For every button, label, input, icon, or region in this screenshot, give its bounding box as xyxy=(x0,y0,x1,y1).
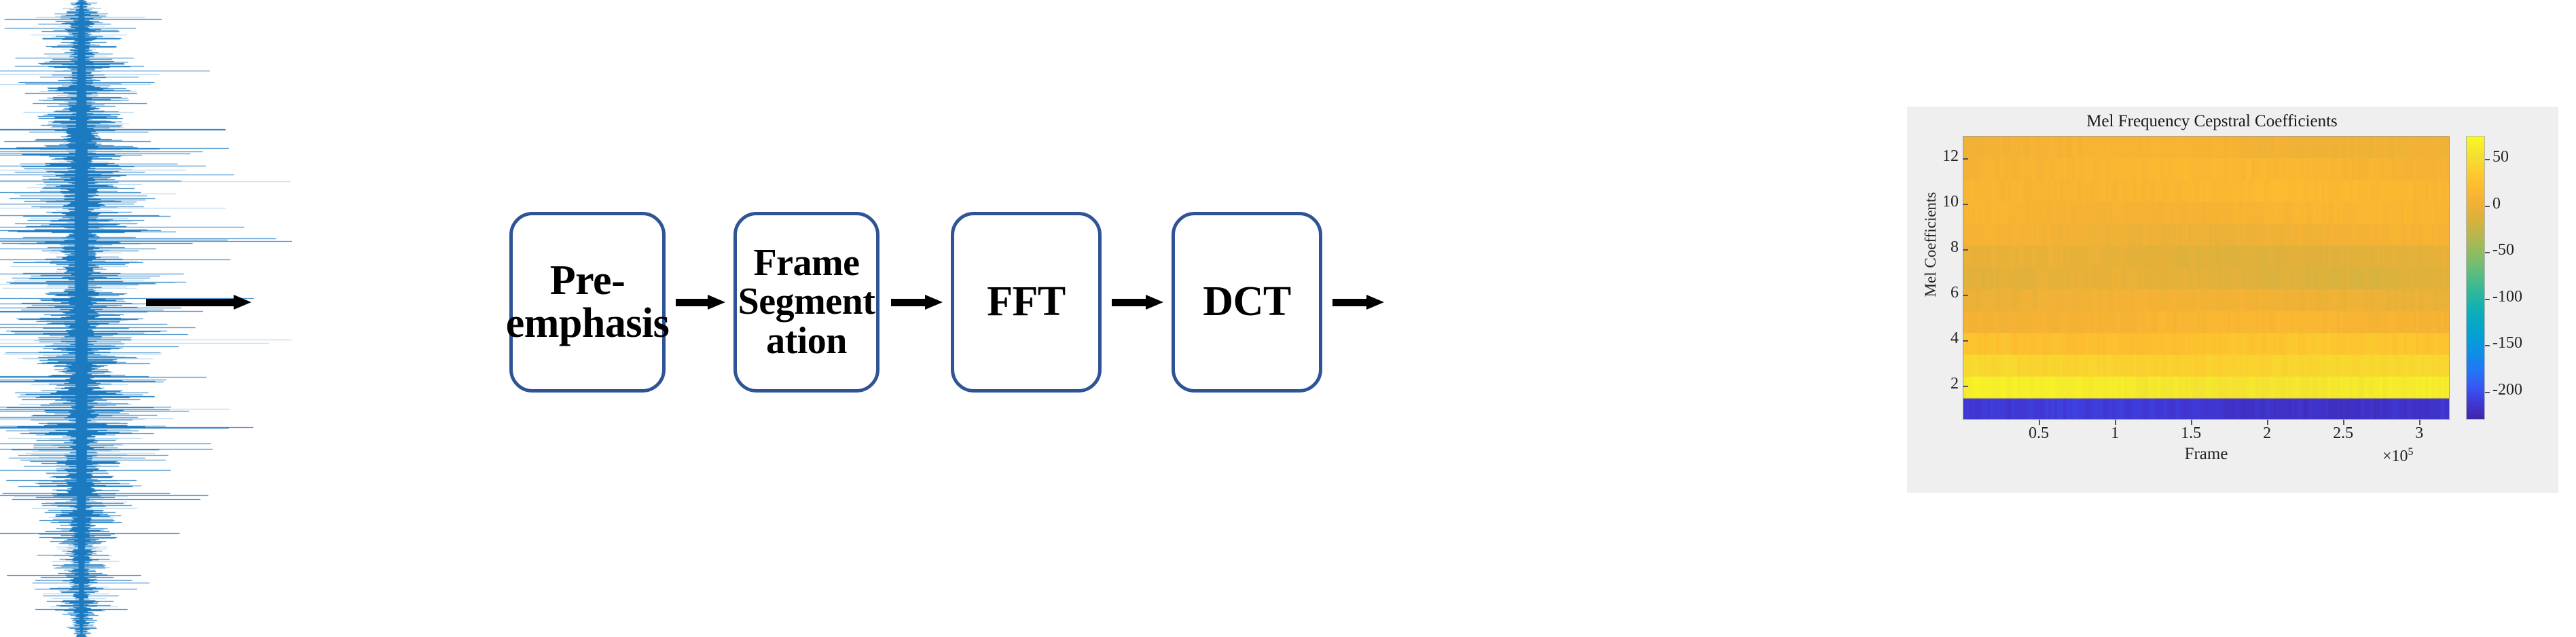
heatmap-plot-area xyxy=(1963,136,2450,420)
y-axis-tick-mark xyxy=(1963,385,1968,387)
x-axis-tick-mark xyxy=(2115,420,2117,425)
y-axis-tick-label: 12 xyxy=(1942,147,1959,166)
arrow-shaft xyxy=(146,299,234,306)
x-axis-label: Frame xyxy=(2184,445,2228,463)
arrow-shaft xyxy=(1112,299,1146,306)
arrow-head xyxy=(234,295,251,310)
y-axis-tick-mark xyxy=(1963,295,1968,297)
colorbar-tick-label: 50 xyxy=(2492,148,2509,166)
colorbar-tick-mark xyxy=(2485,345,2490,347)
process-box-fft[interactable]: FFT xyxy=(951,212,1102,393)
colorbar-tick-mark xyxy=(2485,159,2490,161)
x-axis-tick-mark xyxy=(2343,420,2345,425)
y-axis-tick-mark xyxy=(1963,249,1968,251)
heatmap-image xyxy=(1963,136,2450,420)
x-axis-tick-label: 2 xyxy=(2263,424,2272,442)
arrow-head xyxy=(708,295,725,310)
flow-arrow-2 xyxy=(676,295,725,310)
x-axis-exponent-text: ×105 xyxy=(2382,446,2414,465)
y-axis-tick-label: 4 xyxy=(1951,329,1959,347)
flow-arrow-3 xyxy=(891,295,943,310)
audio-waveform-image xyxy=(0,0,292,637)
x-axis-tick-mark xyxy=(2039,420,2041,425)
colorbar-tick-mark xyxy=(2485,391,2490,393)
x-axis-tick-label: 3 xyxy=(2415,424,2424,442)
arrow-shaft xyxy=(891,299,926,306)
colorbar-tick-label: -100 xyxy=(2492,287,2522,306)
y-axis-label: Mel Coefficients xyxy=(1922,192,1939,297)
y-axis-tick-mark xyxy=(1963,158,1968,160)
x-axis-exponent: ×105 xyxy=(2382,446,2464,466)
colorbar-tick-mark xyxy=(2485,298,2490,300)
process-box-pre-emphasis[interactable]: Pre-emphasis xyxy=(506,212,670,393)
y-axis-tick-mark xyxy=(1963,204,1968,206)
mfcc-heatmap-figure: Mel Frequency Cepstral Coefficients 2 4 6 8… xyxy=(1907,107,2558,493)
chart-title: Mel Frequency Cepstral Coefficients xyxy=(2086,112,2338,130)
y-axis-tick-mark xyxy=(1963,340,1968,342)
x-axis-tick-label: 0.5 xyxy=(2029,424,2050,442)
x-axis-tick-mark xyxy=(2419,420,2421,425)
colorbar xyxy=(2466,136,2485,420)
process-box-label: Pre-emphasis xyxy=(505,257,670,346)
arrow-shaft xyxy=(1332,299,1367,306)
colorbar-gradient xyxy=(2467,136,2484,419)
y-axis-tick-label: 6 xyxy=(1951,284,1959,302)
flow-arrow-4 xyxy=(1112,295,1163,310)
audio-waveform-panel xyxy=(0,0,292,637)
x-axis-tick-mark xyxy=(2267,420,2269,425)
colorbar-tick-label: -150 xyxy=(2492,334,2522,352)
x-axis-tick-mark xyxy=(2191,420,2193,425)
colorbar-tick-label: -200 xyxy=(2492,380,2522,399)
arrow-head xyxy=(925,295,943,310)
flow-arrow-1 xyxy=(146,295,251,310)
x-axis-tick-label: 2.5 xyxy=(2333,424,2354,442)
process-box-label: DCT xyxy=(1203,278,1291,325)
process-box-dct[interactable]: DCT xyxy=(1172,212,1322,393)
process-box-label: FFT xyxy=(987,278,1066,325)
flow-arrow-5 xyxy=(1332,295,1384,310)
x-axis-tick-label: 1.5 xyxy=(2181,424,2202,442)
arrow-head xyxy=(1366,295,1384,310)
y-axis-tick-label: 8 xyxy=(1951,238,1959,257)
arrow-shaft xyxy=(676,299,708,306)
colorbar-tick-mark xyxy=(2485,252,2490,254)
x-axis-tick-label: 1 xyxy=(2111,424,2120,442)
y-axis-tick-label: 10 xyxy=(1942,193,1959,211)
colorbar-tick-label: 0 xyxy=(2492,194,2501,213)
colorbar-tick-label: -50 xyxy=(2492,241,2514,259)
y-axis-tick-label: 2 xyxy=(1951,374,1959,393)
arrow-head xyxy=(1146,295,1163,310)
colorbar-tick-mark xyxy=(2485,205,2490,207)
